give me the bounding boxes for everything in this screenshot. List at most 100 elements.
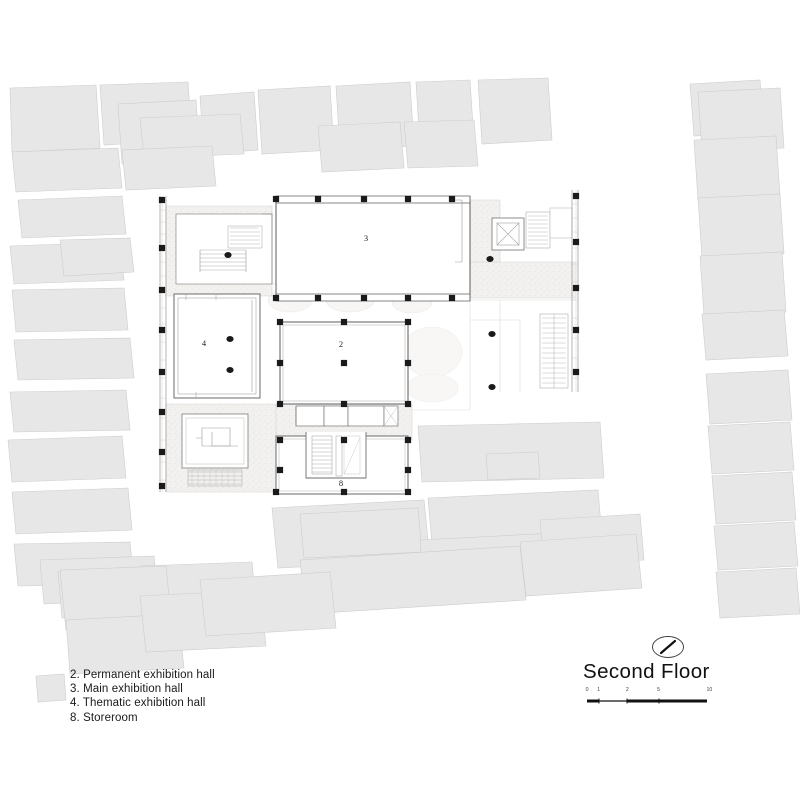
structural-column [272, 195, 280, 203]
structural-column [314, 294, 322, 302]
structural-column [272, 294, 280, 302]
round-column [226, 336, 234, 342]
context-building [59, 237, 135, 277]
context-building [693, 135, 781, 201]
structural-column [158, 196, 166, 204]
structural-column [272, 488, 280, 496]
scale-bar-graphic [587, 698, 707, 704]
context-building [403, 119, 479, 169]
structural-column [448, 195, 456, 203]
legend-item-2: 2. Permanent exhibition hall [70, 669, 215, 681]
context-building [705, 369, 793, 425]
context-building [699, 251, 787, 317]
structural-column [158, 286, 166, 294]
context-building [17, 195, 127, 239]
scale-tick-0: 0 [585, 687, 589, 693]
context-building [317, 121, 405, 173]
context-building [121, 145, 217, 191]
context-building [701, 309, 789, 361]
structural-column [276, 466, 284, 474]
structural-column [340, 400, 348, 408]
context-building [11, 287, 129, 333]
context-building [417, 421, 605, 483]
title-block: Second Floor 0 1 2 5 10 [583, 636, 743, 709]
structural-column [360, 294, 368, 302]
service-chambers [295, 405, 399, 427]
room-number-8: 8 [339, 478, 343, 488]
legend-item-4: 4. Thematic exhibition hall [70, 697, 206, 710]
round-column [226, 367, 234, 373]
structural-column [404, 195, 412, 203]
scale-tick-2: 2 [625, 687, 629, 693]
legend: 2. Permanent exhibition hall 3. Main exh… [70, 668, 215, 725]
structural-column [158, 408, 166, 416]
structural-column [404, 359, 412, 367]
round-column [486, 256, 494, 262]
context-building [715, 567, 800, 619]
scale-bar: 0 1 2 5 10 [583, 687, 713, 709]
context-building [9, 389, 131, 433]
central-staircase [305, 432, 367, 479]
round-column [488, 384, 496, 390]
structural-column [158, 244, 166, 252]
structural-columns-square [158, 192, 580, 496]
room-number-labels: 3 4 2 8 [202, 233, 368, 488]
structural-column [572, 326, 580, 334]
structural-column [276, 359, 284, 367]
legend-item-8: 8. Storeroom [70, 711, 138, 724]
southwest-pavilion [181, 413, 249, 487]
structural-column [158, 368, 166, 376]
context-building [519, 533, 643, 597]
structural-column [276, 318, 284, 326]
structural-column [404, 466, 412, 474]
plan-title: Second Floor [583, 660, 710, 683]
east-court-structures [491, 207, 573, 389]
round-column [488, 331, 496, 337]
context-building [697, 87, 785, 153]
scale-tick-5: 5 [657, 687, 660, 693]
structural-column [158, 482, 166, 490]
room-number-2: 2 [339, 339, 343, 349]
structural-column [448, 294, 456, 302]
structural-column [404, 318, 412, 326]
structural-column [572, 284, 580, 292]
context-building [713, 521, 799, 571]
context-building [707, 421, 795, 475]
scale-tick-1: 1 [597, 687, 601, 693]
context-buildings-layer [7, 77, 800, 703]
room-main-exhibition-hall [275, 195, 471, 302]
context-building [299, 507, 423, 559]
round-column [224, 252, 232, 258]
context-building [35, 673, 67, 703]
context-building [7, 435, 127, 483]
context-building [477, 77, 553, 145]
structural-column [314, 195, 322, 203]
structural-column [158, 448, 166, 456]
structural-column [404, 488, 412, 496]
structural-column [404, 400, 412, 408]
structural-column [276, 436, 284, 444]
context-building [199, 571, 337, 637]
context-building [485, 451, 541, 481]
structural-column [404, 294, 412, 302]
northwest-staircase [175, 213, 273, 285]
scale-tick-10: 10 [706, 687, 713, 693]
structural-column [572, 238, 580, 246]
structural-column [404, 436, 412, 444]
structural-column [572, 192, 580, 200]
room-thematic-exhibition-hall [173, 293, 261, 399]
room-number-3: 3 [364, 233, 368, 243]
structural-column [276, 400, 284, 408]
context-building [9, 84, 101, 153]
structural-column [340, 318, 348, 326]
context-building [13, 337, 135, 381]
context-building [139, 113, 245, 159]
context-building [11, 487, 133, 535]
structural-column [158, 326, 166, 334]
structural-column [340, 359, 348, 367]
context-building [697, 193, 785, 259]
room-number-4: 4 [202, 338, 207, 348]
context-building [11, 147, 123, 193]
